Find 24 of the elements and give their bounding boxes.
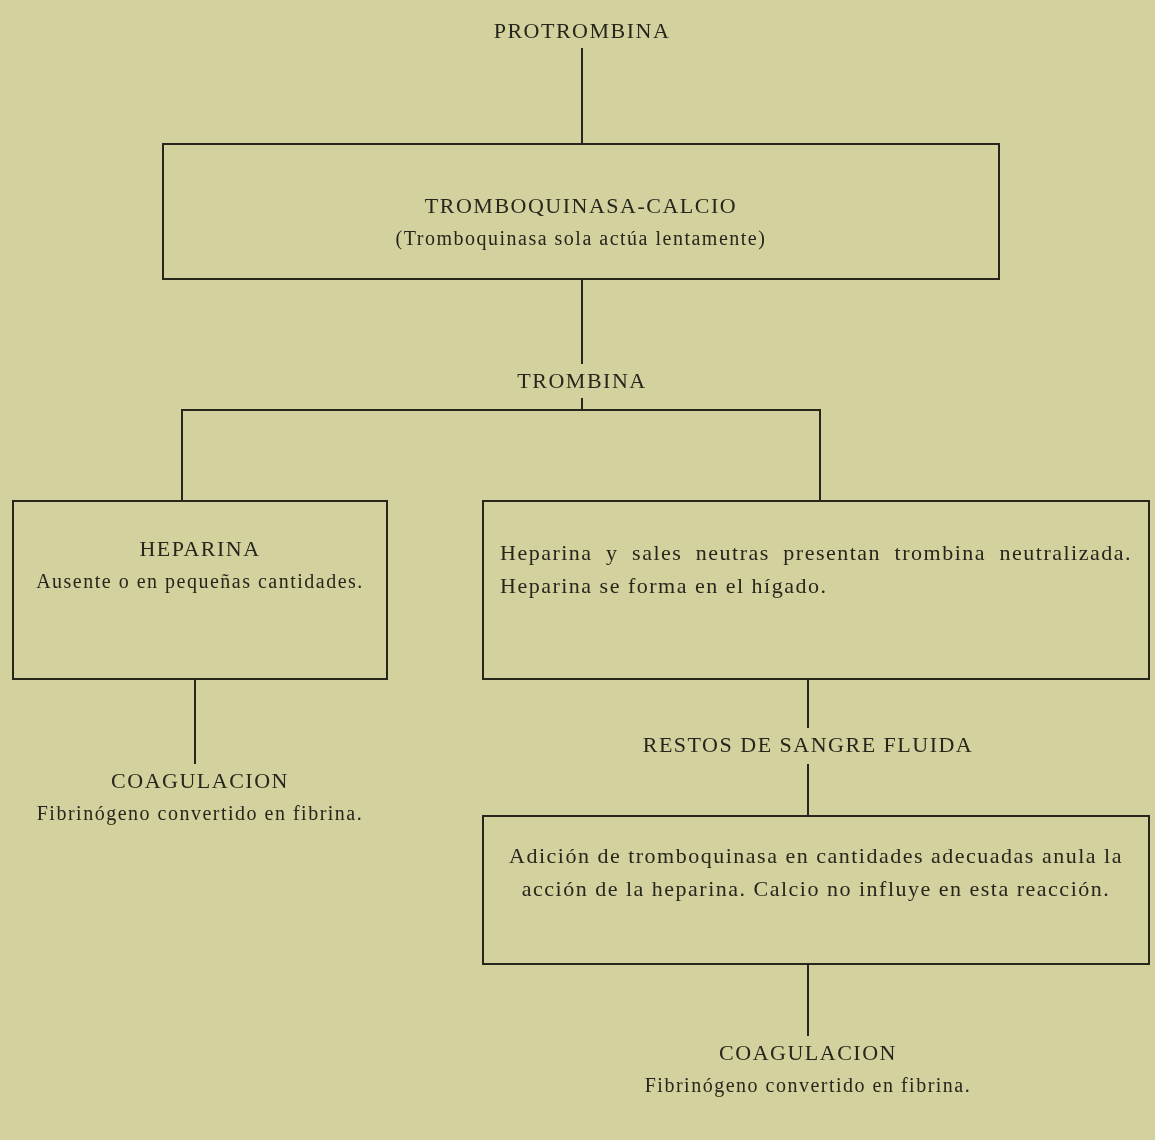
connector-line (807, 964, 809, 1037)
connector-line (581, 397, 821, 501)
body-text: Fibrinógeno convertido en fibrina. (643, 1073, 973, 1099)
connector-line (807, 679, 809, 729)
process-box (482, 815, 1150, 965)
connector-line (194, 679, 196, 765)
body-text: Adición de tromboquinasa en cantidades adecuadas anula la acción de la heparina. Calcio no influye en esta reacción. (508, 842, 1124, 903)
body-text: Ausente o en pequeñas cantidades. (35, 569, 365, 595)
heading-text: COAGULACION (718, 1039, 898, 1067)
connector-line (807, 763, 809, 816)
process-box (162, 143, 1000, 280)
body-text: Heparina y sales neutras presentan trombina neutralizada. Heparina se forma en el hígado. (500, 539, 1132, 600)
heading-text: TROMBOQUINASA-CALCIO (423, 192, 739, 220)
body-text: (Tromboquinasa sola actúa lentamente) (394, 226, 768, 252)
heading-text: HEPARINA (138, 535, 262, 563)
body-text: PROTROMBINA (492, 17, 672, 45)
connector-line (581, 279, 583, 365)
process-box (482, 500, 1150, 680)
body-text: RESTOS DE SANGRE FLUIDA (641, 731, 975, 759)
process-box (12, 500, 388, 680)
body-text: Fibrinógeno convertido en fibrina. (35, 801, 365, 827)
heading-text: COAGULACION (110, 767, 290, 795)
body-text: TROMBINA (516, 367, 648, 395)
connector-line (581, 47, 583, 144)
